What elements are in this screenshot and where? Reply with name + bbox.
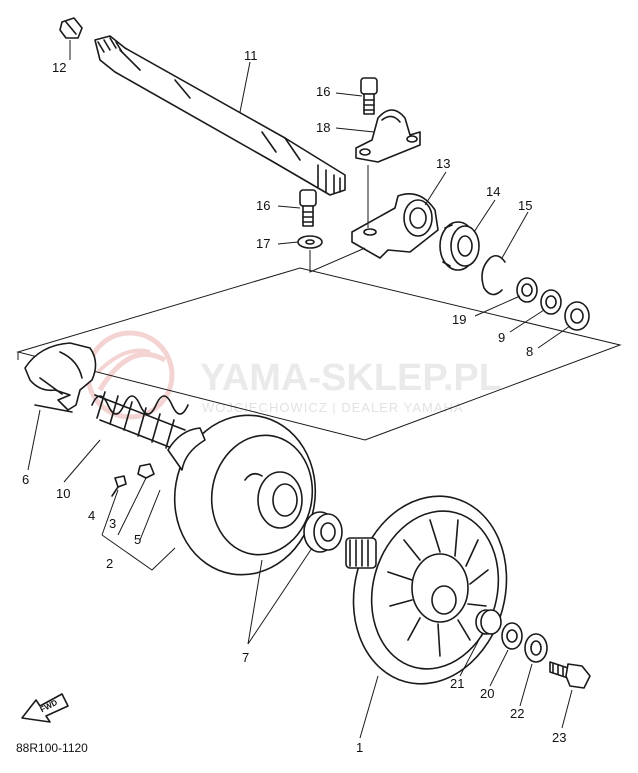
assembly-line-small-parts (101, 477, 176, 571)
callout-2: 2 (106, 556, 113, 571)
collar (303, 511, 343, 553)
assembly-outline (16, 267, 622, 441)
bearing-bracket (355, 109, 421, 163)
watermark-dealer: WOJCIECHOWICZ | DEALER YAMAHA (202, 400, 464, 415)
assembly-line-upper (309, 247, 366, 273)
forward-arrow-icon: FWD (21, 693, 69, 723)
spacer-21 (475, 609, 502, 635)
callout-11: 11 (244, 48, 258, 63)
washer-17 (297, 235, 323, 249)
drawing-code: 88R100-1120 (16, 741, 88, 755)
callout-17: 17 (256, 236, 270, 251)
callout-13: 13 (436, 156, 450, 171)
main-shaft (94, 35, 346, 196)
callout-10: 10 (56, 486, 70, 501)
callout-19: 19 (452, 312, 466, 327)
cam-weight (24, 342, 97, 413)
callout-16a: 16 (316, 84, 330, 99)
callout-23: 23 (552, 730, 566, 745)
callout-7: 7 (242, 650, 249, 665)
callout-22: 22 (510, 706, 524, 721)
washer-8 (564, 301, 590, 331)
bearing-housing (351, 193, 439, 259)
callout-8: 8 (526, 344, 533, 359)
sliding-sheave (167, 414, 317, 576)
callout-18: 18 (316, 120, 330, 135)
screw-small (111, 475, 127, 497)
spring (91, 391, 189, 453)
fixed-sheave (345, 495, 508, 685)
callout-12: 12 (52, 60, 66, 75)
circlip (481, 254, 506, 296)
watermark-brand: YAMA-SKLEP.PL (200, 357, 502, 399)
callout-3: 3 (109, 516, 116, 531)
washer-20 (501, 622, 523, 650)
callout-14: 14 (486, 184, 500, 199)
callout-1: 1 (356, 740, 363, 755)
callout-20: 20 (480, 686, 494, 701)
callout-16b: 16 (256, 198, 270, 213)
shaft-cap (59, 17, 83, 39)
callout-21: 21 (450, 676, 464, 691)
bearing (439, 221, 480, 271)
callout-9: 9 (498, 330, 505, 345)
washer-9 (540, 289, 562, 315)
callout-15: 15 (518, 198, 532, 213)
bolt-upper (360, 77, 378, 115)
callout-6: 6 (22, 472, 29, 487)
leader-lines (27, 40, 573, 739)
washer-22 (524, 633, 548, 663)
watermark: YAMA-SKLEP.PL WOJCIECHOWICZ | DEALER YAM… (85, 330, 502, 420)
washer-19 (516, 277, 538, 303)
callout-4: 4 (88, 508, 95, 523)
slider-piece (137, 463, 155, 479)
bolt-lower (299, 189, 317, 227)
callout-labels: 1 2 3 4 5 6 7 8 9 10 11 12 13 14 15 16 1… (22, 48, 566, 755)
callout-5: 5 (134, 532, 141, 547)
bolt-23 (549, 661, 591, 689)
